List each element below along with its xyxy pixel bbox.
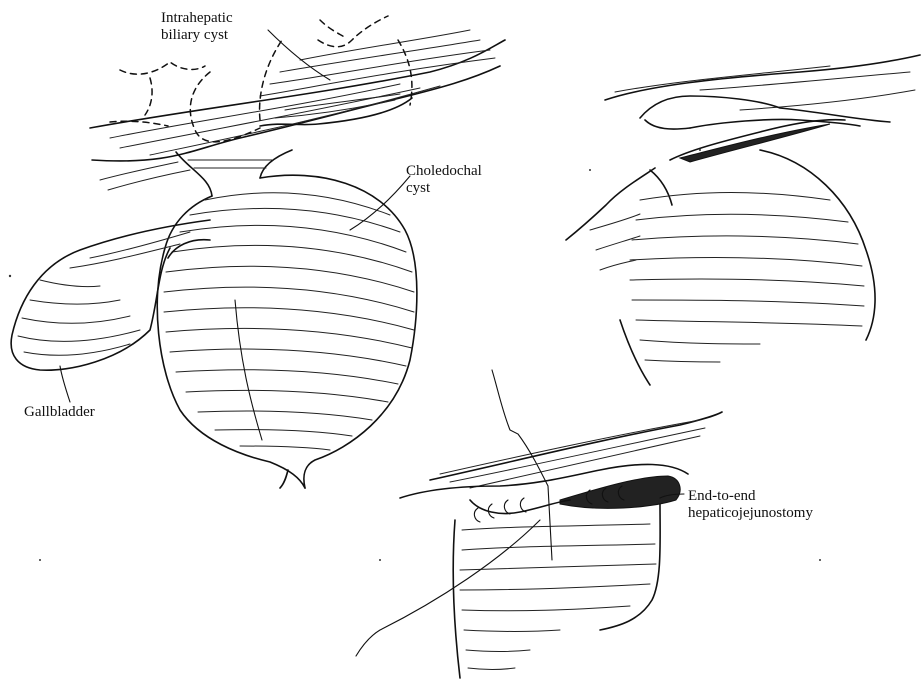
label-choledochal-line1: Choledochal [406,163,482,180]
intrahepatic-cyst-outline [110,16,412,142]
label-anastomosis-line2: hepaticojejunostomy [688,505,813,522]
suture-thread [492,370,548,486]
label-gallbladder: Gallbladder [24,404,95,421]
leader-choledochal [350,176,410,230]
gallbladder [11,220,210,370]
label-intrahepatic-cyst: Intrahepatic biliary cyst [161,10,233,44]
leader-intrahepatic [268,30,330,80]
label-choledochal-cyst: Choledochal cyst [406,163,482,197]
panel-transected [566,55,920,385]
label-anastomosis-line1: End-to-end [688,488,813,505]
panel-anastomosis [356,370,722,678]
label-anastomosis: End-to-end hepaticojejunostomy [688,488,813,522]
label-intrahepatic-line1: Intrahepatic [161,10,233,27]
leader-gallbladder [60,366,70,402]
label-intrahepatic-line2: biliary cyst [161,27,233,44]
label-choledochal-line2: cyst [406,180,482,197]
